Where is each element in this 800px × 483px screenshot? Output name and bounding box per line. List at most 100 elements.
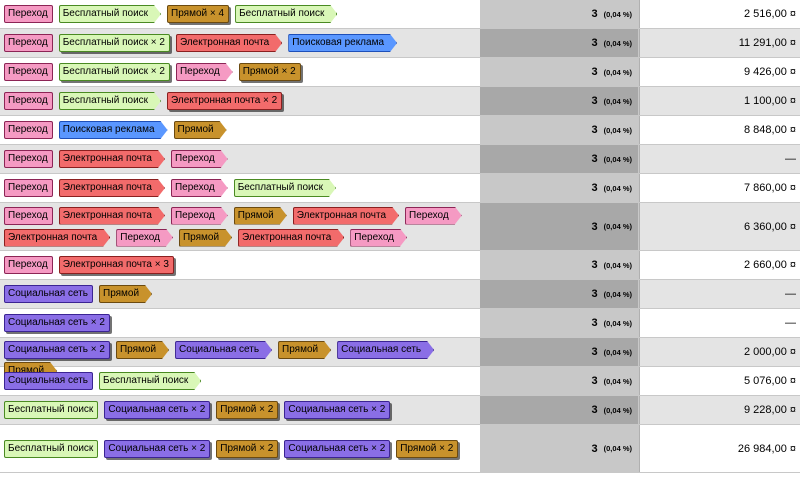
table-row[interactable]: Социальная сеть × 2 Прямой Социальная сеть…	[0, 338, 800, 367]
channel-chip-organic[interactable]: Бесплатный поиск	[99, 372, 201, 390]
channel-chip-referral[interactable]: Переход	[405, 207, 462, 225]
channel-chip-email[interactable]: Электронная почта	[293, 207, 399, 225]
table-row[interactable]: Переход Бесплатный поиск × 2 Электронная п…	[0, 29, 800, 58]
channel-chip-social[interactable]: Социальная сеть	[4, 285, 93, 303]
channel-chip-referral[interactable]: Переход	[176, 63, 233, 81]
channel-chip-direct[interactable]: Прямой × 4	[167, 5, 230, 23]
conversion-value-cell: 5 076,00 ¤	[639, 367, 800, 395]
conversion-value-cell: 1 100,00 ¤	[639, 87, 800, 115]
path-cell: Переход Бесплатный поиск × 2 Переход Прямой…	[0, 58, 480, 86]
channel-chip-referral[interactable]: Переход	[350, 229, 407, 247]
channel-chip-direct[interactable]: Прямой	[179, 229, 232, 247]
table-row[interactable]: Переход Электронная почта Переход Бесплатны…	[0, 174, 800, 203]
conversions-percent: (0,04 %)	[603, 318, 632, 328]
conversion-value-cell: 8 848,00 ¤	[639, 116, 800, 144]
channel-chip-referral[interactable]: Переход	[171, 207, 228, 225]
channel-chip-referral[interactable]: Переход	[171, 150, 228, 168]
channel-chip-social[interactable]: Социальная сеть	[4, 372, 93, 390]
channel-chip-social[interactable]: Социальная сеть	[337, 341, 434, 359]
channel-chip-email[interactable]: Электронная почта	[59, 150, 165, 168]
channel-chip-social[interactable]: Социальная сеть	[175, 341, 272, 359]
table-row[interactable]: Бесплатный поиск Социальная сеть × 2 Прямо…	[0, 396, 800, 425]
channel-chip-email[interactable]: Электронная почта	[176, 34, 282, 52]
channel-chip-referral[interactable]: Переход	[4, 5, 53, 23]
channel-chip-social[interactable]: Социальная сеть × 2	[284, 401, 391, 419]
channel-chip-referral[interactable]: Переход	[171, 179, 228, 197]
channel-chip-organic[interactable]: Бесплатный поиск	[235, 5, 337, 23]
channel-chip-direct[interactable]: Прямой × 2	[396, 439, 459, 458]
conversion-value-cell: —	[639, 280, 800, 308]
channel-chip-direct[interactable]: Прямой	[99, 285, 152, 303]
conversions-percent: (0,04 %)	[603, 183, 632, 193]
channel-chip-referral[interactable]: Переход	[4, 92, 53, 110]
path-cell: Бесплатный поиск Социальная сеть × 2 Прямо…	[0, 425, 480, 472]
path-cell: Переход Поисковая реклама Прямой	[0, 116, 480, 144]
conversions-count: 3	[591, 404, 598, 416]
channel-chip-direct[interactable]: Прямой	[278, 341, 331, 359]
channel-chip-social[interactable]: Социальная сеть × 2	[4, 314, 110, 332]
channel-chip-direct[interactable]: Прямой × 2	[216, 401, 279, 419]
conversions-count: 3	[591, 442, 598, 455]
channel-chip-organic[interactable]: Бесплатный поиск × 2	[58, 34, 170, 52]
channel-chip-referral[interactable]: Переход	[116, 229, 173, 247]
path-cell: Переход Бесплатный поиск × 2 Электронная п…	[0, 29, 480, 57]
channel-chip-referral[interactable]: Переход	[4, 34, 53, 52]
channel-chip-email[interactable]: Электронная почта	[238, 229, 344, 247]
channel-chip-social[interactable]: Социальная сеть × 2	[104, 439, 211, 458]
channel-chip-organic[interactable]: Бесплатный поиск × 2	[58, 63, 170, 81]
channel-chip-ads[interactable]: Поисковая реклама	[288, 34, 397, 52]
channel-chip-referral[interactable]: Переход	[4, 63, 53, 81]
conversions-percent: (0,04 %)	[603, 405, 632, 415]
conversions-percent: (0,04 %)	[603, 9, 632, 19]
channel-chip-direct[interactable]: Прямой × 2	[238, 63, 301, 81]
channel-chip-email[interactable]: Электронная почта	[59, 207, 165, 225]
channel-chip-organic[interactable]: Бесплатный поиск	[234, 179, 336, 197]
channel-chip-organic[interactable]: Бесплатный поиск	[59, 5, 161, 23]
channel-chip-email[interactable]: Электронная почта × 2	[167, 92, 283, 110]
channel-chip-referral[interactable]: Переход	[4, 256, 53, 274]
channel-chip-organic[interactable]: Бесплатный поиск	[4, 439, 99, 458]
path-cell: Переход Электронная почта Переход Бесплатны…	[0, 174, 480, 202]
channel-chip-referral[interactable]: Переход	[4, 121, 53, 139]
conversions-percent: (0,04 %)	[603, 260, 632, 270]
channel-chip-direct[interactable]: Прямой × 2	[216, 439, 279, 458]
table-row[interactable]: Переход Бесплатный поиск × 2 Переход Прямой…	[0, 58, 800, 87]
channel-chip-direct[interactable]: Прямой	[116, 341, 169, 359]
table-row[interactable]: Бесплатный поиск Социальная сеть × 2 Прямо…	[0, 425, 800, 473]
channel-chip-email[interactable]: Электронная почта × 3	[58, 256, 174, 274]
channel-chip-referral[interactable]: Переход	[4, 179, 53, 197]
channel-chip-social[interactable]: Социальная сеть × 2	[284, 439, 391, 458]
channel-chip-email[interactable]: Электронная почта	[4, 229, 110, 247]
channel-chip-organic[interactable]: Бесплатный поиск	[4, 401, 99, 419]
conversions-cell: 3 (0,04 %)	[480, 251, 639, 279]
conversions-count: 3	[591, 124, 598, 136]
channel-chip-ads[interactable]: Поисковая реклама	[59, 121, 168, 139]
conversions-cell: 3 (0,04 %)	[480, 396, 639, 424]
path-cell: Социальная сеть × 2 Прямой Социальная сеть…	[0, 338, 480, 366]
channel-chip-direct[interactable]: Прямой	[234, 207, 287, 225]
channel-chip-social[interactable]: Социальная сеть × 2	[4, 341, 110, 359]
channel-chip-direct[interactable]: Прямой	[174, 121, 227, 139]
conversions-cell: 3(0,04 %)	[480, 425, 639, 472]
conversions-cell: 3(0,04 %)	[480, 338, 639, 366]
channel-chip-email[interactable]: Электронная почта	[59, 179, 165, 197]
channel-chip-referral[interactable]: Переход	[4, 206, 53, 225]
channel-chip-organic[interactable]: Бесплатный поиск	[59, 92, 161, 110]
table-row[interactable]: Переход Бесплатный поиск Электронная почта…	[0, 87, 800, 116]
conversions-cell: 3(0,04 %)	[480, 174, 639, 202]
table-row[interactable]: Переход Бесплатный поиск Прямой × 4 Бесплат…	[0, 0, 800, 29]
conversions-count: 3	[591, 37, 598, 49]
channel-chip-social[interactable]: Социальная сеть × 2	[104, 401, 211, 419]
conversions-count: 3	[591, 259, 598, 271]
channel-chip-referral[interactable]: Переход	[4, 150, 53, 168]
path-cell: Бесплатный поиск Социальная сеть × 2 Прямо…	[0, 396, 480, 424]
conversions-cell: 3(0,04 %)	[480, 309, 639, 337]
